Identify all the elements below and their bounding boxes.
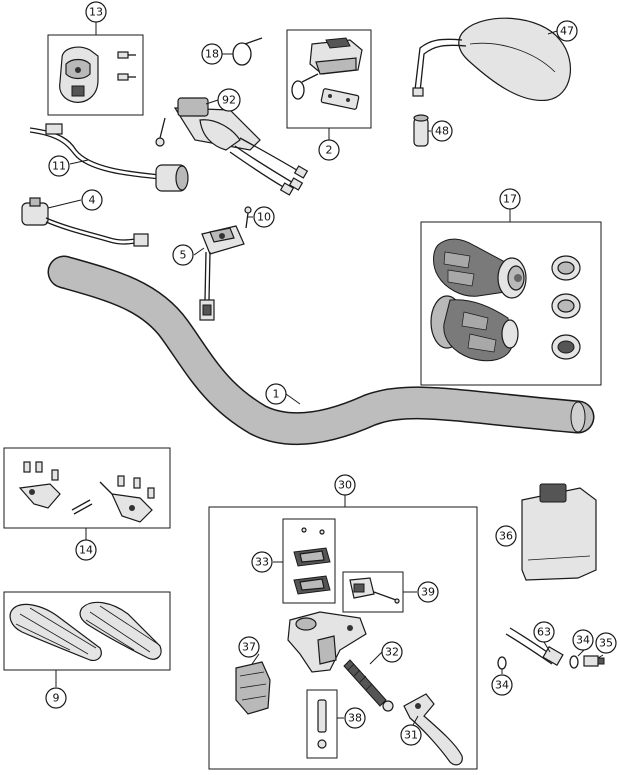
callout-label-35: 35 bbox=[599, 637, 613, 650]
box-33 bbox=[282, 518, 336, 604]
callout-30: 30 bbox=[334, 474, 356, 496]
clamp-group bbox=[286, 29, 372, 129]
washer-34-right[interactable] bbox=[569, 655, 579, 669]
switch-housing-13[interactable] bbox=[59, 46, 99, 103]
brake-fluid-36[interactable] bbox=[521, 483, 597, 581]
master-cylinder-body[interactable] bbox=[287, 611, 367, 673]
reservoir-cap-33[interactable] bbox=[293, 527, 331, 595]
grips-group bbox=[420, 221, 602, 386]
grip-cams[interactable] bbox=[551, 255, 581, 360]
callout-label-10: 10 bbox=[257, 211, 271, 224]
callout-31: 31 bbox=[400, 724, 422, 746]
pin-38[interactable] bbox=[317, 699, 327, 749]
callout-47: 47 bbox=[556, 20, 578, 42]
callout-label-33: 33 bbox=[255, 556, 269, 569]
callout-11: 11 bbox=[48, 155, 70, 177]
throttle-assembly-92[interactable] bbox=[155, 97, 309, 196]
handguard-right[interactable] bbox=[79, 601, 162, 660]
callout-5: 5 bbox=[172, 244, 194, 266]
box-38 bbox=[306, 689, 338, 759]
box-9 bbox=[3, 591, 171, 671]
bracket-left[interactable] bbox=[18, 461, 93, 515]
brake-hose-63[interactable] bbox=[505, 627, 564, 667]
callout-label-5: 5 bbox=[180, 249, 187, 262]
cable-tie-2[interactable] bbox=[291, 73, 319, 100]
rubber-boot-37[interactable] bbox=[235, 661, 271, 715]
callout-label-17: 17 bbox=[503, 193, 517, 206]
switch-4[interactable] bbox=[21, 197, 149, 247]
grip-upper[interactable] bbox=[433, 238, 527, 299]
callout-9: 9 bbox=[45, 687, 67, 709]
callout-label-4: 4 bbox=[89, 194, 96, 207]
callout-1: 1 bbox=[265, 383, 287, 405]
callout-32: 32 bbox=[381, 641, 403, 663]
washer-34-left[interactable] bbox=[497, 656, 507, 670]
banjo-bolt-35[interactable] bbox=[583, 655, 605, 667]
callout-label-9: 9 bbox=[53, 692, 60, 705]
box-17 bbox=[420, 221, 602, 386]
callout-2: 2 bbox=[318, 139, 340, 161]
box-30 bbox=[208, 506, 478, 770]
bracket-right[interactable] bbox=[99, 475, 155, 523]
clamp-2[interactable] bbox=[309, 37, 363, 110]
callout-label-14: 14 bbox=[79, 544, 93, 557]
cable-tie-18[interactable] bbox=[232, 37, 263, 66]
callout-38: 38 bbox=[344, 707, 366, 729]
mirror-47[interactable] bbox=[412, 17, 572, 101]
callout-label-38: 38 bbox=[348, 712, 362, 725]
callout-10: 10 bbox=[253, 206, 275, 228]
callout-label-13: 13 bbox=[89, 6, 103, 19]
callout-label-11: 11 bbox=[52, 160, 66, 173]
screws-13[interactable] bbox=[117, 51, 136, 81]
leader-lines bbox=[47, 22, 604, 726]
callout-label-48: 48 bbox=[435, 125, 449, 138]
callout-label-30: 30 bbox=[338, 479, 352, 492]
callout-label-34-right: 34 bbox=[576, 634, 590, 647]
callout-48: 48 bbox=[431, 120, 453, 142]
callout-14: 14 bbox=[75, 539, 97, 561]
callout-label-39: 39 bbox=[421, 586, 435, 599]
callout-63: 63 bbox=[533, 621, 555, 643]
callout-label-2: 2 bbox=[326, 144, 333, 157]
mirror-adapter-48[interactable] bbox=[413, 114, 429, 147]
callout-label-36: 36 bbox=[499, 530, 513, 543]
callout-label-63: 63 bbox=[537, 626, 551, 639]
piston-32[interactable] bbox=[343, 659, 394, 712]
callout-92: 92 bbox=[217, 88, 241, 112]
handlebar[interactable] bbox=[47, 255, 595, 446]
callout-label-18: 18 bbox=[205, 48, 219, 61]
callout-4: 4 bbox=[81, 189, 103, 211]
callout-35: 35 bbox=[595, 632, 617, 654]
callout-label-92: 92 bbox=[222, 94, 236, 107]
handguard-left[interactable] bbox=[9, 603, 102, 661]
switch-housing-group bbox=[47, 34, 144, 116]
callout-label-37: 37 bbox=[242, 641, 256, 654]
handguards-group bbox=[3, 591, 171, 671]
callout-34-left: 34 bbox=[491, 674, 513, 696]
switch-5[interactable] bbox=[199, 225, 245, 321]
box-14 bbox=[3, 447, 171, 529]
callout-label-34-left: 34 bbox=[495, 679, 509, 692]
callout-label-32: 32 bbox=[385, 646, 399, 659]
callout-label-47: 47 bbox=[560, 25, 574, 38]
callout-label-31: 31 bbox=[404, 729, 418, 742]
callout-label-1: 1 bbox=[273, 388, 280, 401]
master-cylinder-group bbox=[208, 506, 478, 770]
screw-10[interactable] bbox=[244, 206, 252, 229]
callout-37: 37 bbox=[238, 636, 260, 658]
callout-34-right: 34 bbox=[572, 629, 594, 651]
lever-brackets-group bbox=[3, 447, 171, 529]
callout-17: 17 bbox=[499, 188, 521, 210]
wiring-harness-11[interactable] bbox=[29, 123, 189, 192]
brake-lever-31[interactable] bbox=[403, 693, 463, 766]
brake-light-switch-39[interactable] bbox=[349, 577, 400, 604]
grip-lower[interactable] bbox=[430, 295, 519, 362]
callout-39: 39 bbox=[417, 581, 439, 603]
callout-33: 33 bbox=[251, 551, 273, 573]
callout-18: 18 bbox=[201, 43, 223, 65]
callout-36: 36 bbox=[495, 525, 517, 547]
callout-13: 13 bbox=[85, 1, 107, 23]
